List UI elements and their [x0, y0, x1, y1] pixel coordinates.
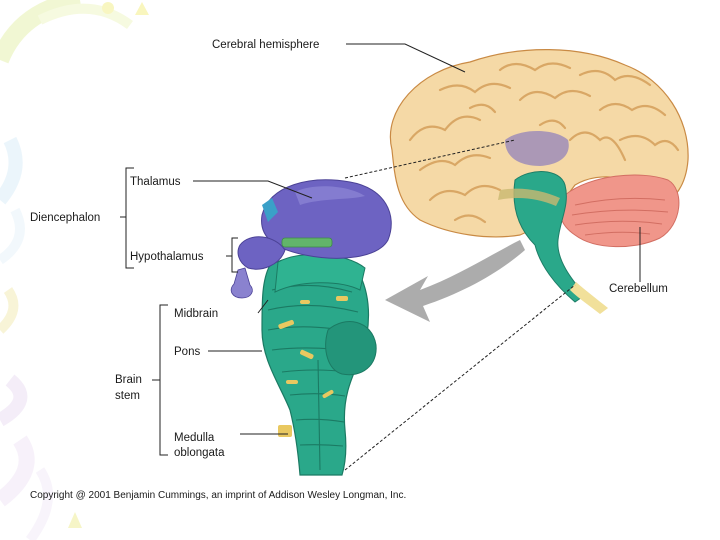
- label-medulla-line2: oblongata: [174, 447, 225, 459]
- dashed-connector-top: [344, 139, 516, 179]
- label-cerebellum: Cerebellum: [609, 283, 668, 295]
- label-cerebral-hemisphere: Cerebral hemisphere: [212, 39, 319, 51]
- corner-swirl-decoration: [0, 0, 149, 540]
- cerebellum-shape: [559, 174, 680, 248]
- copyright-text: Copyright @ 2001 Benjamin Cummings, an i…: [30, 490, 406, 501]
- thalamic-band: [281, 237, 333, 248]
- pituitary-stalk: [230, 267, 253, 299]
- pointer-arrow: [385, 240, 525, 322]
- spinal-cord-shape: [570, 282, 608, 314]
- label-brain-stem-line2: stem: [115, 390, 140, 402]
- label-hypothalamus: Hypothalamus: [130, 251, 204, 263]
- pons-bulge: [325, 321, 377, 376]
- whole-brain-illustration: [389, 49, 689, 314]
- label-midbrain: Midbrain: [174, 308, 218, 320]
- cerebral-gyri: [408, 62, 680, 224]
- label-brain-stem-line1: Brain: [115, 374, 142, 386]
- label-thalamus: Thalamus: [130, 176, 181, 188]
- hypothalamus-shape: [237, 236, 286, 270]
- leader-lines: [120, 43, 641, 456]
- cerebellum-folia: [571, 197, 669, 236]
- dashed-connector-bottom: [344, 284, 576, 471]
- label-medulla-line1: Medulla: [174, 432, 215, 444]
- inner-thalamus-ghost: [505, 131, 569, 166]
- thalamus-highlight: [295, 186, 365, 205]
- brainstem-ridges: [267, 284, 363, 471]
- enlarged-brainstem-illustration: [230, 179, 392, 476]
- corpus-band: [498, 188, 560, 206]
- label-diencephalon: Diencephalon: [30, 212, 100, 224]
- whole-brainstem-shape: [513, 171, 586, 303]
- label-pons: Pons: [174, 346, 200, 358]
- optic-tract: [262, 198, 278, 222]
